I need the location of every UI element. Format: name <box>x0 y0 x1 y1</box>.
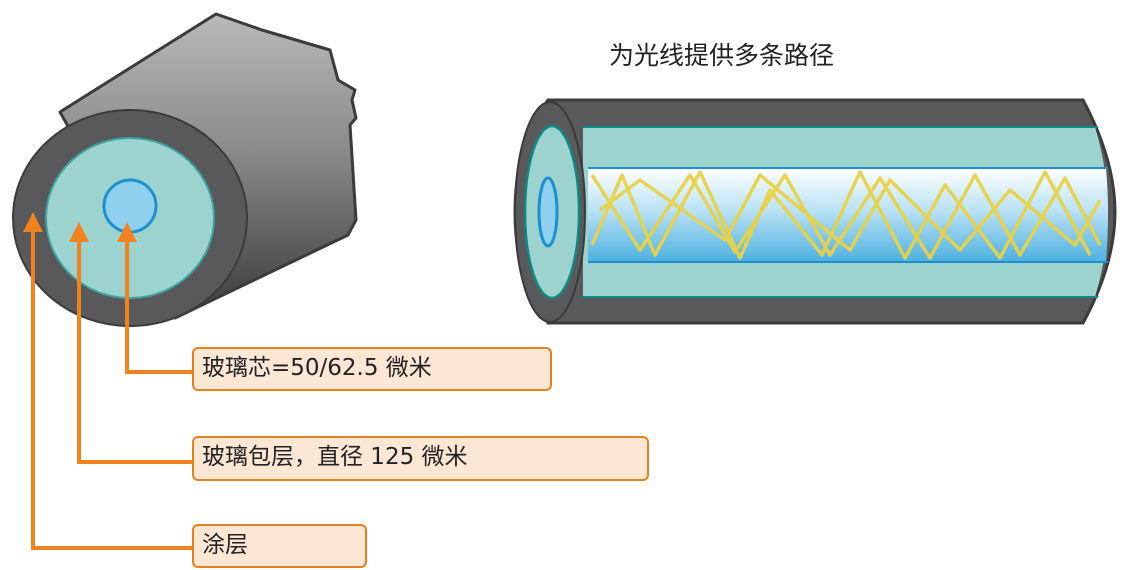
cladding-label: 玻璃包层，直径 125 微米 <box>192 436 649 481</box>
callout-arrows <box>23 212 192 550</box>
core-arrow <box>117 222 192 374</box>
fiber-core <box>588 168 1108 262</box>
right-figure-title: 为光线提供多条路径 <box>609 41 835 70</box>
core-face <box>102 178 158 234</box>
cladding-arrow <box>69 222 192 464</box>
cable-3d <box>12 12 358 327</box>
coating-label: 涂层 <box>192 524 367 568</box>
fiber-side-view <box>513 98 1117 325</box>
coating-arrow <box>23 212 192 550</box>
light-paths <box>590 170 1102 260</box>
core-label: 玻璃芯=50/62.5 微米 <box>192 347 552 391</box>
fiber-end-core <box>537 176 559 248</box>
